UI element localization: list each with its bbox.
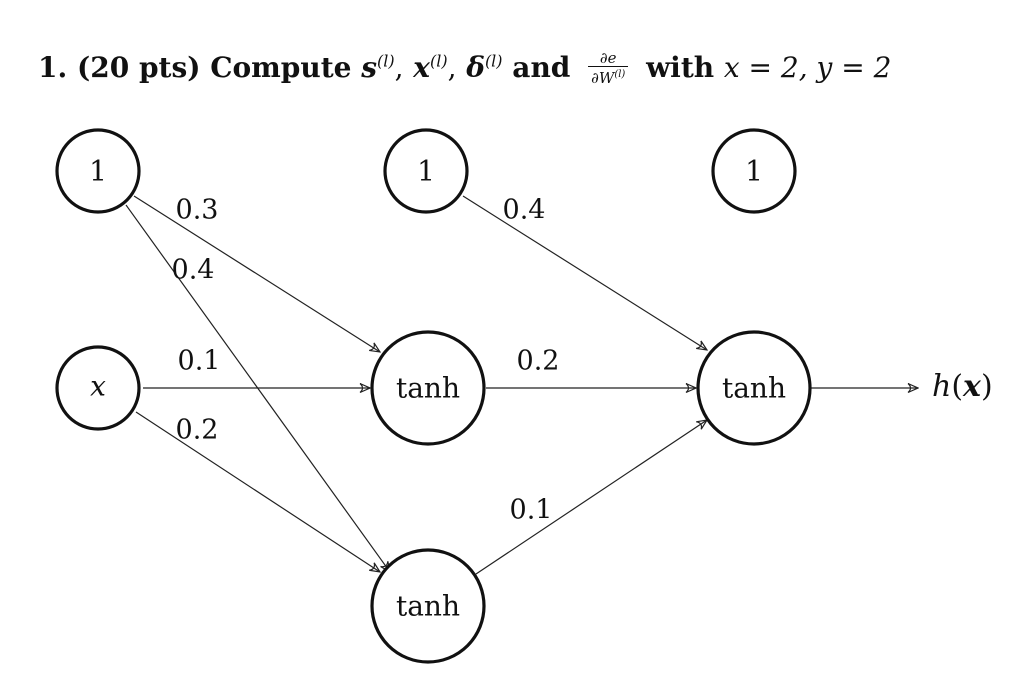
output-label-h: h — [932, 369, 951, 404]
nodes-layer: 1 1 1 x tanh tanh tanh — [55, 128, 812, 664]
node-bias2-label: 1 — [745, 155, 763, 188]
output-label: h(x) — [932, 369, 993, 404]
node-bias2: 1 — [711, 128, 797, 214]
node-hidden-bottom-label: tanh — [396, 590, 460, 623]
weight-bias0-hidden-top: 0.3 — [176, 195, 219, 226]
output-label-open-paren: ( — [951, 369, 963, 404]
edges-layer — [125, 195, 918, 575]
node-hidden-top: tanh — [370, 330, 486, 446]
output-label-x: x — [962, 369, 982, 404]
weight-bias1-output: 0.4 — [503, 195, 546, 226]
comma-2: , — [447, 51, 457, 84]
edge-bias1-to-output — [462, 195, 707, 350]
symbol-delta-superscript: (l) — [484, 51, 503, 71]
edge-bias0-to-hidden-top — [133, 195, 380, 352]
symbol-s: s — [361, 51, 378, 84]
condition-values: x = 2, y = 2 — [723, 51, 892, 84]
node-bias1: 1 — [383, 128, 469, 214]
problem-points: (20 pts) — [76, 51, 201, 84]
node-output-label: tanh — [722, 372, 786, 405]
weight-x-hidden-bottom: 0.2 — [176, 415, 219, 446]
weight-hidden-bottom-output: 0.1 — [510, 495, 553, 526]
svg-text:h(x): h(x) — [932, 369, 993, 404]
edge-hidden-bottom-to-output — [475, 420, 707, 575]
weights-layer: 0.3 0.4 0.1 0.2 0.4 0.2 0.1 — [172, 195, 560, 526]
weight-hidden-top-output: 0.2 — [517, 346, 560, 377]
node-hidden-top-label: tanh — [396, 372, 460, 405]
weight-x-hidden-top: 0.1 — [178, 346, 221, 377]
problem-title: 1. (20 pts) Compute s(l), x(l), δ(l) and… — [38, 40, 891, 96]
fraction-denominator: ∂W(l) — [588, 67, 628, 86]
partial-derivative-fraction: ∂e∂W(l) — [588, 50, 629, 86]
node-input-x: x — [55, 345, 141, 431]
problem-verb: Compute — [210, 51, 352, 84]
node-input-x-label: x — [90, 370, 106, 403]
symbol-x-superscript: (l) — [429, 51, 448, 71]
weight-bias0-hidden-bottom: 0.4 — [172, 255, 215, 286]
problem-number: 1. — [38, 51, 68, 84]
node-hidden-bottom: tanh — [370, 548, 486, 664]
edge-x-to-hidden-bottom — [135, 411, 380, 572]
fraction-numerator: ∂e — [588, 50, 629, 67]
and-word: and — [512, 51, 571, 84]
comma-1: , — [394, 51, 404, 84]
with-word: with — [646, 51, 715, 84]
node-bias1-label: 1 — [417, 155, 435, 188]
node-bias0: 1 — [55, 128, 141, 214]
symbol-x: x — [413, 51, 430, 84]
output-label-close-paren: ) — [981, 369, 993, 404]
symbol-s-superscript: (l) — [377, 51, 395, 71]
fraction-denominator-base: ∂W — [591, 68, 615, 87]
node-output: tanh — [696, 330, 812, 446]
node-bias0-label: 1 — [89, 155, 107, 188]
fraction-denominator-superscript: (l) — [614, 68, 626, 80]
symbol-delta: δ — [466, 51, 485, 84]
